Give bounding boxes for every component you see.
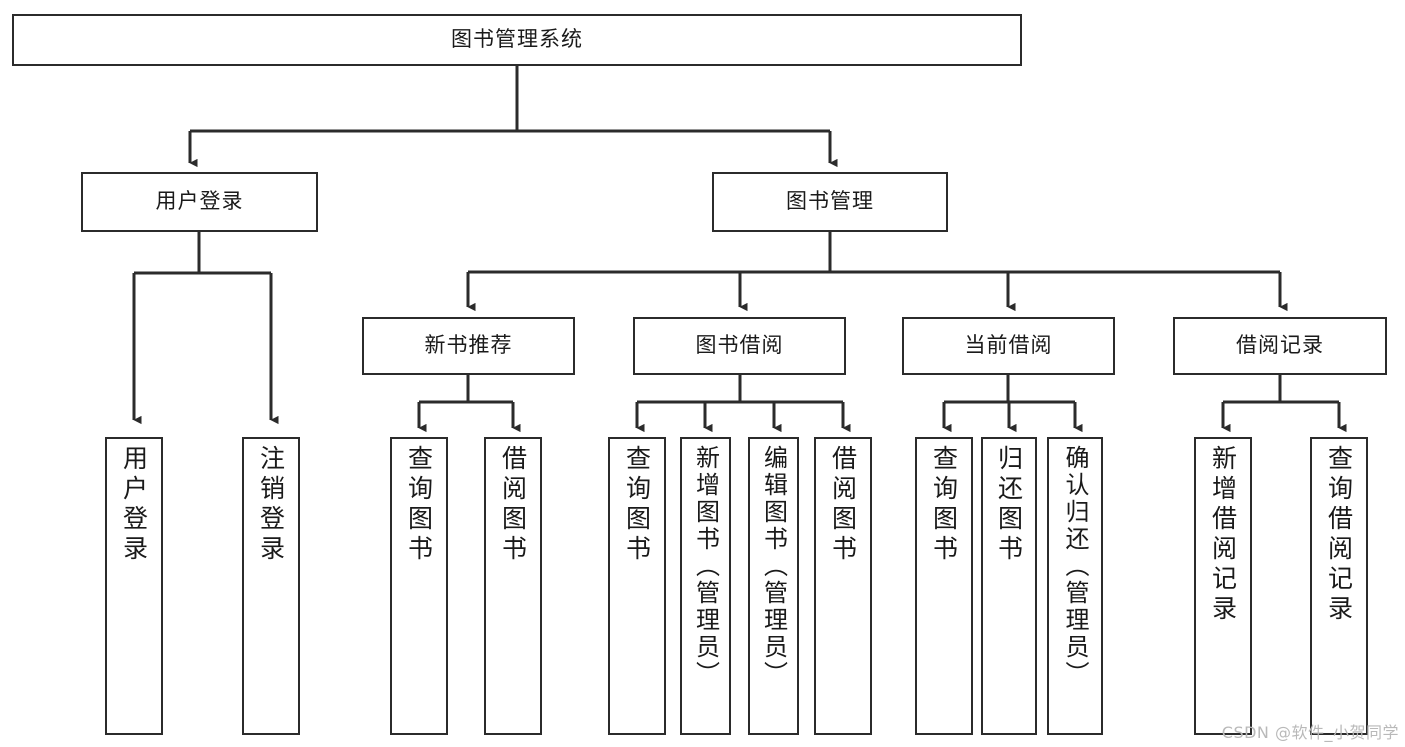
node-label: 图书管理: [786, 189, 874, 214]
leaf-query-book-current[interactable]: 查询图书: [915, 437, 973, 735]
leaf-user-login[interactable]: 用户登录: [105, 437, 163, 735]
leaf-query-book-recommend[interactable]: 查询图书: [390, 437, 448, 735]
leaf-borrow-book[interactable]: 借阅图书: [814, 437, 872, 735]
node-label: 图书管理系统: [451, 27, 583, 52]
node-label: 借阅图书: [498, 445, 528, 565]
node-book-borrow[interactable]: 图书借阅: [633, 317, 846, 375]
node-user-login[interactable]: 用户登录: [81, 172, 318, 232]
node-label: 新增借阅记录: [1208, 445, 1238, 625]
leaf-add-borrow-record[interactable]: 新增借阅记录: [1194, 437, 1252, 735]
node-label: 查询借阅记录: [1324, 445, 1354, 625]
node-label: 图书借阅: [695, 333, 784, 358]
node-new-book-recommend[interactable]: 新书推荐: [362, 317, 575, 375]
node-label: 查询图书: [929, 445, 959, 565]
node-label: 借阅记录: [1236, 333, 1324, 358]
node-label: 归还图书: [994, 445, 1024, 565]
leaf-confirm-return-admin[interactable]: 确认归还（管理员）: [1047, 437, 1103, 735]
node-label: 用户登录: [155, 189, 244, 214]
node-borrow-record[interactable]: 借阅记录: [1173, 317, 1387, 375]
leaf-logout[interactable]: 注销登录: [242, 437, 300, 735]
csdn-watermark: CSDN @软件_小贺同学: [1221, 723, 1399, 742]
node-label: 注销登录: [256, 445, 286, 565]
node-label: 新书推荐: [424, 333, 513, 358]
node-label: 查询图书: [404, 445, 434, 565]
node-label: 新增图书（管理员）: [691, 445, 720, 688]
node-label: 借阅图书: [828, 445, 858, 565]
leaf-return-book[interactable]: 归还图书: [981, 437, 1037, 735]
leaf-query-book-borrow[interactable]: 查询图书: [608, 437, 666, 735]
node-label: 查询图书: [622, 445, 652, 565]
node-current-borrow[interactable]: 当前借阅: [902, 317, 1115, 375]
leaf-borrow-book-recommend[interactable]: 借阅图书: [484, 437, 542, 735]
node-root-system[interactable]: 图书管理系统: [12, 14, 1022, 66]
node-label: 用户登录: [119, 445, 149, 565]
node-label: 当前借阅: [964, 333, 1053, 358]
leaf-query-borrow-record[interactable]: 查询借阅记录: [1310, 437, 1368, 735]
leaf-edit-book-admin[interactable]: 编辑图书（管理员）: [748, 437, 799, 735]
node-label: 确认归还（管理员）: [1061, 445, 1089, 688]
node-label: 编辑图书（管理员）: [759, 445, 788, 688]
leaf-add-book-admin[interactable]: 新增图书（管理员）: [680, 437, 731, 735]
node-book-management[interactable]: 图书管理: [712, 172, 948, 232]
